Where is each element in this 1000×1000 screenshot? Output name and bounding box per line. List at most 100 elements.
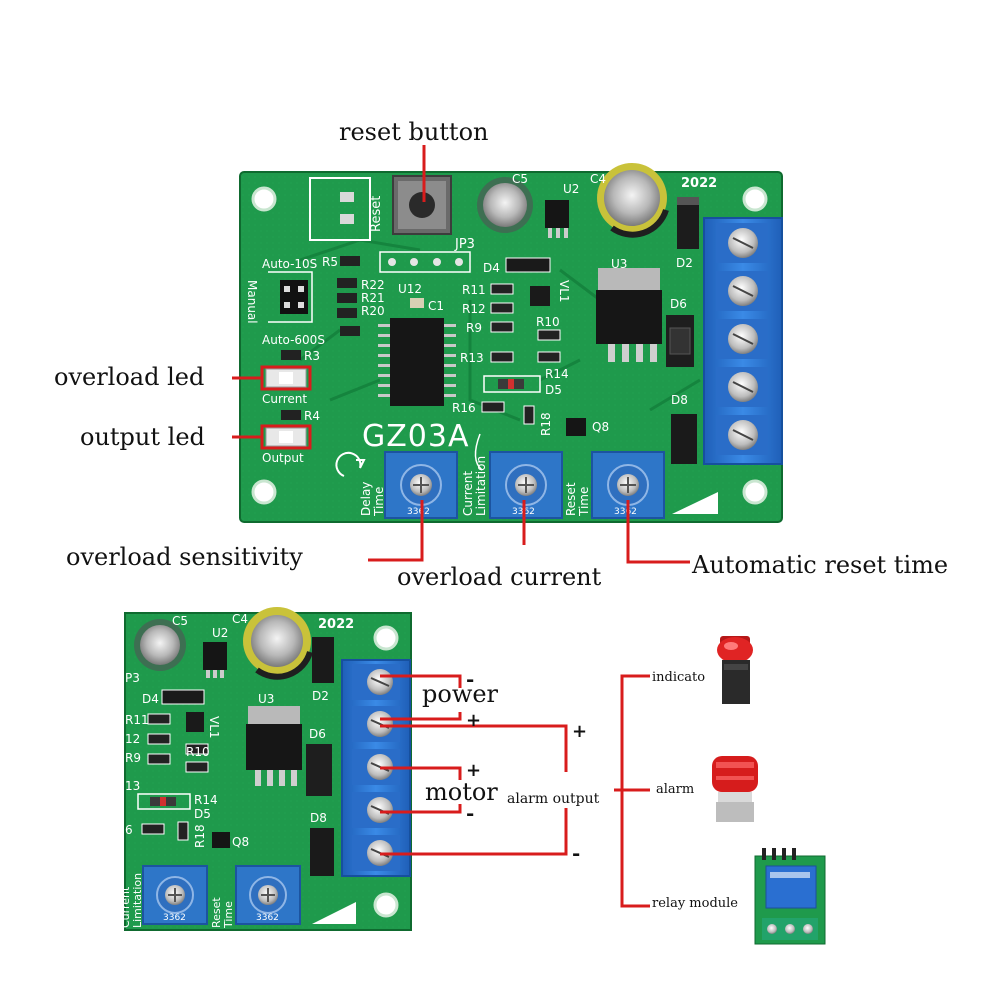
wire-motor-pos (380, 766, 462, 780)
silk-r16: R16 (452, 401, 476, 415)
silk-d6: D6 (670, 297, 687, 311)
diode-d4-b (161, 689, 205, 705)
mount-hole (373, 892, 399, 918)
diode-d2 (677, 197, 699, 249)
silk-r21: R21 (361, 291, 385, 305)
silk-current: Current (262, 392, 307, 406)
silk-u3: U3 (611, 257, 627, 271)
silk-r11: R11 (462, 283, 486, 297)
terminal-screw[interactable] (352, 706, 400, 742)
terminal-screw[interactable] (352, 664, 400, 700)
top-board: Reset JP3 C5 U2 (239, 163, 783, 523)
board-model: GZ03A (362, 419, 470, 454)
sign-motor-minus: - (466, 801, 474, 825)
resistor-b (185, 743, 209, 755)
sign-alarm-plus: + (572, 721, 587, 742)
silk-d4-b: D4 (142, 692, 159, 706)
terminal-screw[interactable] (716, 271, 768, 311)
diode-d6-b (306, 744, 332, 796)
terminal-screw[interactable] (716, 223, 768, 263)
reset-button[interactable] (392, 175, 452, 235)
silk-d2-b: D2 (312, 689, 329, 703)
regulator-u3 (596, 268, 662, 362)
pot-code: 3362 (614, 507, 637, 517)
relay-module-icon (754, 848, 826, 945)
resistor-b (185, 761, 209, 773)
indicator-lamp-icon (717, 636, 753, 704)
silk-c1: C1 (428, 299, 444, 313)
alarm-beacon-icon (712, 756, 758, 822)
silk-delay-time-2: Time (372, 487, 386, 517)
terminal-screw[interactable] (352, 835, 400, 871)
silk-year: 2022 (681, 176, 717, 191)
silk-reset-time-2: Time (577, 487, 591, 517)
silk-r5: R5 (322, 255, 338, 269)
pad (340, 192, 354, 202)
label-indicator: indicato (652, 670, 705, 685)
transistor-q8-b (212, 832, 230, 848)
silk-c5: C5 (512, 172, 528, 186)
mount-hole (742, 186, 768, 212)
silk-year-b: 2022 (318, 617, 354, 632)
terminal-screw[interactable] (716, 319, 768, 359)
diode-d5-b (137, 793, 191, 810)
wire-alarm-pos (380, 724, 568, 772)
silk-p3-b: P3 (125, 671, 140, 685)
regulator-u2-b (203, 642, 227, 678)
label-automatic-reset-time: Automatic reset time (691, 551, 948, 579)
reset-footprint (309, 177, 371, 241)
cap-c1 (410, 298, 424, 308)
wire-power-pos (380, 712, 462, 721)
resistor-array-left (337, 256, 360, 336)
capacitor-c5-b (134, 619, 186, 671)
terminal-screw[interactable] (716, 415, 768, 455)
regulator-u2 (545, 200, 569, 238)
label-motor: motor (425, 778, 498, 806)
transistor-vl1-b (186, 712, 204, 732)
label-relay-module: relay module (652, 896, 738, 911)
silk-d8: D8 (671, 393, 688, 407)
label-overload-current: overload current (397, 563, 602, 591)
silk-u3-b: U3 (258, 692, 274, 706)
silk-d5: D5 (545, 383, 562, 397)
capacitor-c4-b (243, 607, 313, 680)
silk-c5-b: C5 (172, 614, 188, 628)
terminal-screw[interactable] (716, 367, 768, 407)
silk-r18: R18 (539, 412, 553, 436)
mode-jumper[interactable] (280, 280, 308, 314)
silk-vl1: VL1 (557, 280, 571, 303)
pot-current-limitation[interactable] (489, 451, 563, 519)
diode-d8-b (310, 828, 334, 876)
silk-triangle-b (312, 902, 356, 924)
silk-r3: R3 (304, 349, 320, 363)
terminal-screw[interactable] (352, 792, 400, 828)
silk-curr-lim-2-b: Limitation (131, 873, 144, 928)
wire-motor-neg (380, 804, 462, 814)
pad (340, 214, 354, 224)
resistor-b (147, 753, 171, 765)
silk-r13-b: 13 (125, 779, 140, 793)
silk-d2: D2 (676, 256, 693, 270)
silk-link (474, 433, 483, 471)
resistor-b (141, 823, 165, 835)
silk-q8-b: Q8 (232, 835, 249, 849)
pot-current-limitation-b[interactable] (142, 865, 208, 925)
label-reset-button: reset button (339, 118, 488, 146)
terminal-block-top (703, 217, 783, 465)
pot-reset-time-b[interactable] (235, 865, 301, 925)
silk-c4-b: C4 (232, 612, 248, 626)
sign-motor-plus: + (466, 760, 481, 781)
silk-auto600: Auto-600S (262, 333, 325, 347)
silk-c4: C4 (590, 172, 606, 186)
label-output-led: output led (80, 423, 205, 451)
silk-u2-b: U2 (212, 626, 228, 640)
label-alarm: alarm (656, 782, 694, 797)
diode-d8 (671, 414, 697, 464)
silk-curr-lim-2: Limitation (474, 456, 488, 516)
mount-hole (373, 625, 399, 651)
silk-r9-b: R9 (125, 751, 141, 765)
pot-reset-time[interactable] (591, 451, 665, 519)
resistor-array-mid (481, 283, 561, 425)
silk-reset-time-1: Reset (564, 482, 578, 516)
bottom-board: C5 U2 C4 2022 D2 (119, 607, 412, 931)
